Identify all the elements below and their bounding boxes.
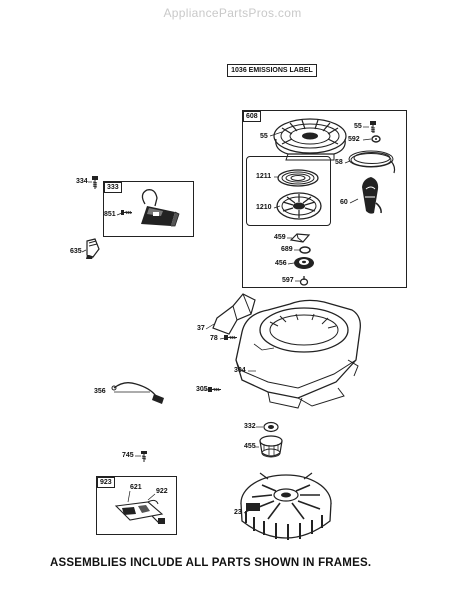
callout-37: 37 xyxy=(197,325,205,332)
wiring-frame-tag: 923 xyxy=(97,477,115,488)
starter-pulley-drawing xyxy=(276,192,322,220)
stop-switch-drawing xyxy=(114,499,165,524)
callout-592: 592 xyxy=(348,136,360,143)
callout-58: 58 xyxy=(335,159,343,166)
callout-334: 334 xyxy=(76,178,88,185)
blower-housing-drawing xyxy=(235,299,361,409)
wiring-assembly-frame xyxy=(96,476,177,535)
ignition-frame-tag: 333 xyxy=(104,182,122,193)
ignition-screw-icon xyxy=(121,210,132,215)
callout-60: 60 xyxy=(340,199,348,206)
callout-304: 304 xyxy=(234,367,246,374)
retainer-drawing xyxy=(299,276,309,286)
callout-356: 356 xyxy=(94,388,106,395)
ignition-assembly-frame xyxy=(103,181,194,237)
emissions-label-box: 1036 EMISSIONS LABEL xyxy=(227,64,317,77)
starter-inner-frame xyxy=(246,156,331,226)
flywheel-nut-icon xyxy=(263,421,279,433)
starter-screw-icon xyxy=(370,121,376,133)
callout-455: 455 xyxy=(244,443,256,450)
callout-1211: 1211 xyxy=(256,173,272,180)
housing-screw-icon xyxy=(208,387,221,392)
callout-635: 635 xyxy=(70,248,82,255)
ignition-module-drawing xyxy=(141,189,180,227)
flywheel-drawing xyxy=(240,472,332,540)
callout-922: 922 xyxy=(156,488,168,495)
starter-pawl-drawing xyxy=(289,233,311,243)
callout-305: 305 xyxy=(196,386,208,393)
spark-plug-boot-drawing xyxy=(86,238,100,259)
callout-597: 597 xyxy=(282,277,294,284)
callout-55-screw: 55 xyxy=(354,123,362,130)
callout-456: 456 xyxy=(275,260,287,267)
ground-screw-icon xyxy=(92,176,98,189)
callout-55-housing: 55 xyxy=(260,133,268,140)
callout-78: 78 xyxy=(210,335,218,342)
callout-23: 23 xyxy=(234,509,242,516)
wire-screw-icon xyxy=(141,451,147,462)
callout-1210: 1210 xyxy=(256,204,272,211)
callout-621: 621 xyxy=(130,484,142,491)
ground-wire-drawing xyxy=(111,382,164,404)
blower-screw-icon xyxy=(224,335,237,340)
callout-689: 689 xyxy=(281,246,293,253)
starter-washer-icon xyxy=(371,135,381,143)
starter-assembly-frame xyxy=(242,110,407,288)
site-watermark: AppliancePartsPros.com xyxy=(163,6,302,20)
starter-housing-drawing xyxy=(273,118,347,161)
callout-332: 332 xyxy=(244,423,256,430)
callout-851: 851 xyxy=(104,211,116,218)
starter-cup-455-drawing xyxy=(259,435,283,458)
starter-rope-drawing xyxy=(348,150,396,174)
starter-frame-tag: 608 xyxy=(243,111,261,122)
rewind-spring-drawing xyxy=(277,169,319,187)
assemblies-footnote: ASSEMBLIES INCLUDE ALL PARTS SHOWN IN FR… xyxy=(50,557,372,569)
callout-745: 745 xyxy=(122,452,134,459)
callout-459: 459 xyxy=(274,234,286,241)
starter-handle-drawing xyxy=(362,177,382,214)
starter-cup-drawing xyxy=(294,257,314,269)
